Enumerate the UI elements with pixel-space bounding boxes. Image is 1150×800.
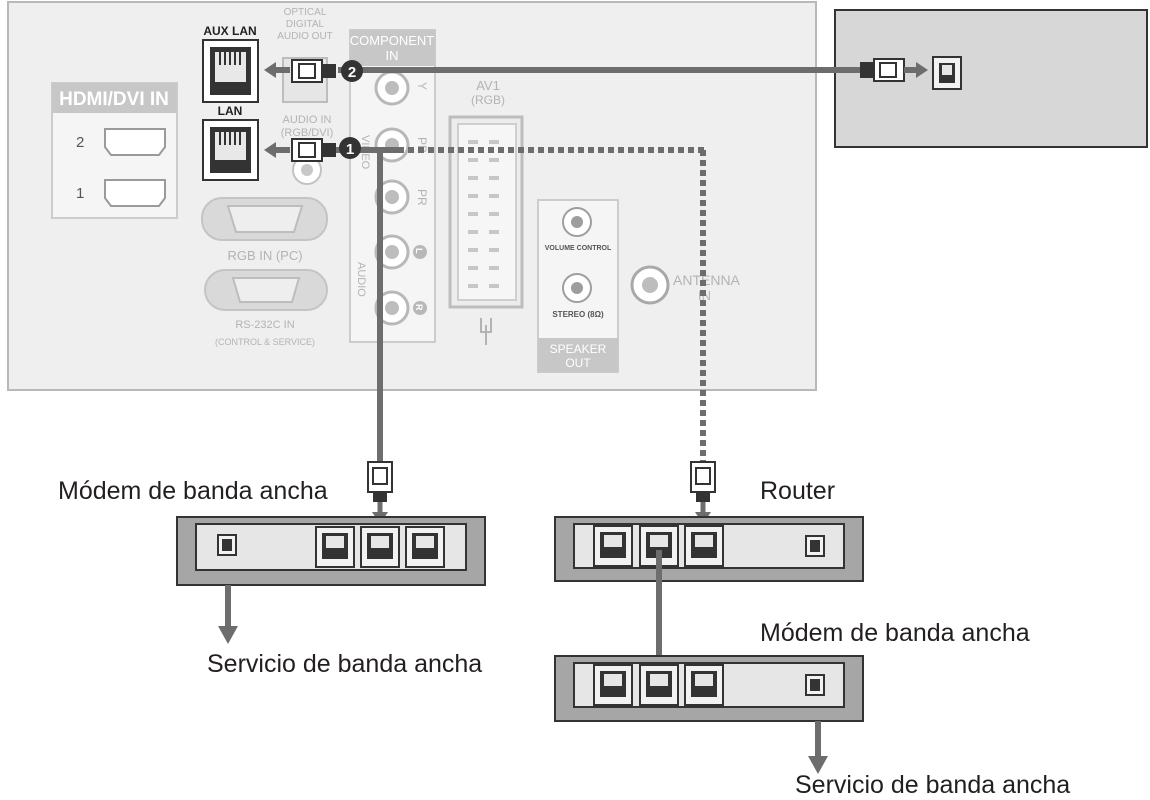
stereo-label: STEREO (8Ω) [552,310,604,319]
jack-l-label: L [414,248,424,254]
scart-port [448,115,524,309]
speaker-out-group [537,199,619,373]
service-right-label: Servicio de banda ancha [795,771,1070,799]
modem-right-lan-port-3 [684,664,724,706]
cable-1-solid [264,138,398,462]
marker-1: 1 [339,137,361,159]
jack-y-label: Y [415,82,429,90]
router-label: Router [760,477,835,505]
router-lan-port-1 [593,525,633,567]
modem-right-lan-port-2 [639,664,679,706]
modem-left-lan-port-2 [360,526,400,568]
cable-2 [264,58,928,83]
modem-right-phone-port-icon [805,674,825,696]
cable-1-dotted [398,147,706,462]
optical-label-2: DIGITAL [286,19,325,30]
lan-label: LAN [218,104,243,118]
marker-2: 2 [341,60,363,82]
ground-symbol-icon [480,318,492,345]
cable-2-plug-left [291,59,336,83]
jack-r-label: R [414,304,424,311]
audio-in-jack [292,155,322,185]
aux-lan-label: AUX LAN [203,24,256,38]
modem-left-plug [367,461,393,524]
volume-control-label: VOLUME CONTROL [545,245,612,252]
modem-right-label: Módem de banda ancha [760,619,1030,647]
rgb-in-port [201,197,328,241]
modem-left-service-arrow [218,585,238,644]
hdmi-title: HDMI/DVI IN [59,89,169,110]
modem-left-label: Módem de banda ancha [58,477,328,505]
hdmi-port-2 [104,128,166,156]
modem-left-phone-port-icon [217,534,237,556]
cable-1-plug-top [291,138,336,162]
router-lan-port-3 [684,525,724,567]
router-wan-port-icon [805,535,825,557]
rs232c-label-1: RS-232C IN [235,319,294,331]
lan-port-icon [202,119,259,181]
router-lan-port-2 [639,525,679,567]
router-plug [690,461,716,524]
hdmi-port-2-label: 2 [76,134,84,151]
speaker-out-label-1: SPEAKER [550,342,607,356]
jack-pr-label: PR [415,189,429,206]
jack-pr [374,179,410,215]
aux-lan-port-icon [202,39,259,103]
jack-y [374,70,410,106]
rgb-in-label: RGB IN (PC) [227,248,302,263]
hdmi-port-1-label: 1 [76,185,84,202]
component-label-2: IN [386,48,399,63]
antenna-label-1: ANTENNA [673,272,741,288]
service-left-label: Servicio de banda ancha [207,650,482,678]
modem-right-service-arrow [808,721,828,774]
optical-label-3: AUDIO OUT [277,31,333,42]
audio-in-label-1: AUDIO IN [283,114,332,126]
av1-label-1: AV1 [476,78,500,93]
av1-label-2: (RGB) [471,93,505,107]
component-label-1: COMPONENT [350,33,435,48]
rs232c-port [204,269,328,311]
marker-1-label: 1 [346,141,354,158]
modem-right-device [554,655,864,722]
modem-left-lan-port-3 [405,526,445,568]
audio-in-label-2: (RGB/DVI) [281,127,334,139]
jack-audio-r [374,290,427,326]
jack-audio-l [374,234,427,270]
modem-left-lan-port-1 [315,526,355,568]
router-device [554,516,864,582]
optical-label-1: OPTICAL [284,7,327,18]
rs232c-label-2: (CONTROL & SERVICE) [215,337,315,347]
hdmi-port-1 [104,179,166,207]
antenna-in-jack [630,265,670,305]
audio-label: AUDIO [355,262,367,297]
cable-2-plug-right [860,58,905,82]
hdmi-input-group: HDMI/DVI IN 2 1 [51,82,178,219]
modem-right-lan-port-1 [593,664,633,706]
marker-2-label: 2 [348,64,356,81]
modem-left-device [176,516,486,586]
speaker-out-label-2: OUT [565,356,591,370]
external-lan-port-icon [932,56,962,90]
